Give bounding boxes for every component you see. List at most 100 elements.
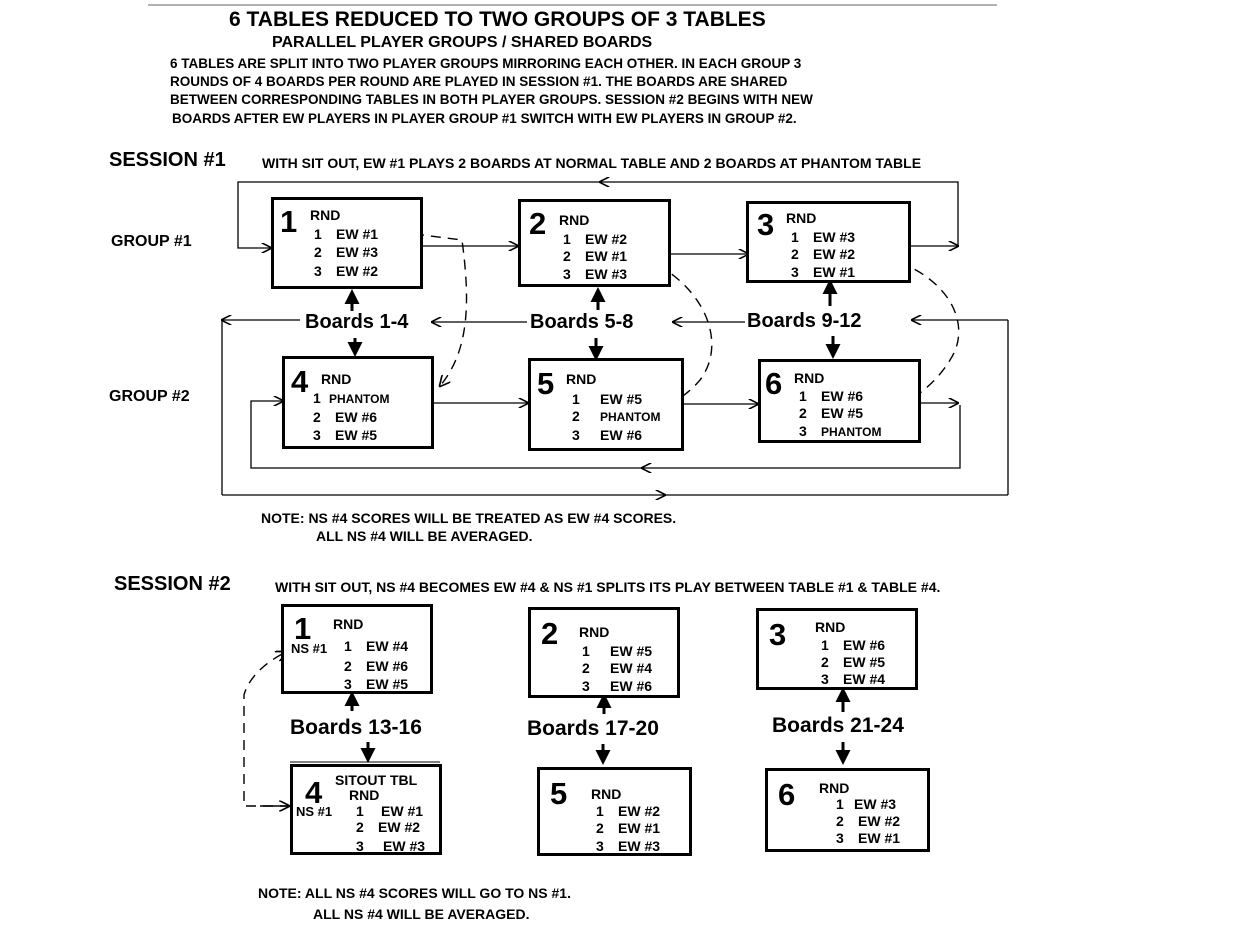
- table-number: 2: [529, 206, 547, 241]
- intro-line-3: BETWEEN CORRESPONDING TABLES IN BOTH PLA…: [170, 92, 813, 107]
- table-number: 6: [765, 366, 783, 401]
- rnd-label: RND: [819, 780, 850, 796]
- rnd-label: RND: [794, 370, 825, 386]
- rnd-label: RND: [786, 210, 817, 226]
- table-number: 3: [757, 207, 775, 242]
- table-number: 4: [305, 775, 323, 810]
- s1-note-2: ALL NS #4 WILL BE AVERAGED.: [316, 528, 533, 544]
- page-title: 6 TABLES REDUCED TO TWO GROUPS OF 3 TABL…: [229, 8, 766, 31]
- loop-group1: [600, 182, 959, 246]
- rnd-label: RND: [591, 786, 622, 802]
- session2-label: SESSION #2: [114, 573, 231, 595]
- intro-line-4: BOARDS AFTER EW PLAYERS IN PLAYER GROUP …: [172, 111, 797, 126]
- rnd-label: RND: [559, 212, 590, 228]
- session1-description: WITH SIT OUT, EW #1 PLAYS 2 BOARDS AT NO…: [262, 155, 922, 171]
- s2-boards-17-20: Boards 17-20: [527, 717, 659, 740]
- loop-group2: [642, 405, 961, 468]
- s2-boards-21-24: Boards 21-24: [772, 714, 904, 737]
- s2-boards-13-16: Boards 13-16: [290, 716, 422, 739]
- ns1-label: NS #1: [296, 804, 333, 819]
- intro-line-2: ROUNDS OF 4 BOARDS PER ROUND ARE PLAYED …: [170, 74, 788, 89]
- loop-group1-left: [237, 181, 600, 248]
- rnd-label: RND: [321, 371, 352, 387]
- rnd-label: RND: [349, 787, 380, 803]
- table-number: 1: [294, 611, 312, 646]
- intro-line-1: 6 TABLES ARE SPLIT INTO TWO PLAYER GROUP…: [170, 56, 802, 71]
- s1-note-1: NOTE: NS #4 SCORES WILL BE TREATED AS EW…: [261, 510, 677, 526]
- table-number: 2: [541, 616, 559, 651]
- page-subtitle: PARALLEL PLAYER GROUPS / SHARED BOARDS: [272, 34, 653, 51]
- loop-group2-left: [250, 401, 642, 469]
- dash-t2-t5: [641, 257, 713, 408]
- dash-t3-t6: [864, 267, 960, 414]
- rnd-label: RND: [579, 624, 610, 640]
- rnd-label: RND: [566, 371, 597, 387]
- rnd-label: RND: [815, 619, 846, 635]
- table-number: 4: [291, 364, 309, 399]
- group1-label: GROUP #1: [111, 233, 192, 250]
- group2-label: GROUP #2: [109, 388, 190, 405]
- table-number: 6: [778, 777, 796, 812]
- s2-note-2: ALL NS #4 WILL BE AVERAGED.: [313, 906, 530, 922]
- s1-boards-5-8: Boards 5-8: [530, 311, 634, 334]
- session2-description: WITH SIT OUT, NS #4 BECOMES EW #4 & NS #…: [275, 579, 941, 595]
- s1-boards-9-12: Boards 9-12: [747, 310, 862, 333]
- session1-label: SESSION #1: [109, 149, 226, 171]
- s1-boards-1-4: Boards 1-4: [305, 311, 409, 334]
- s2-dash-ns1: [243, 652, 290, 807]
- dash-t1-t4: [413, 233, 468, 386]
- table-number: 5: [550, 776, 568, 811]
- table-number: 5: [537, 366, 555, 401]
- s2-note-1: NOTE: ALL NS #4 SCORES WILL GO TO NS #1.: [258, 885, 571, 901]
- rnd-label: RND: [333, 616, 364, 632]
- table-number: 3: [769, 617, 787, 652]
- sitout-label: SITOUT TBL: [335, 772, 418, 788]
